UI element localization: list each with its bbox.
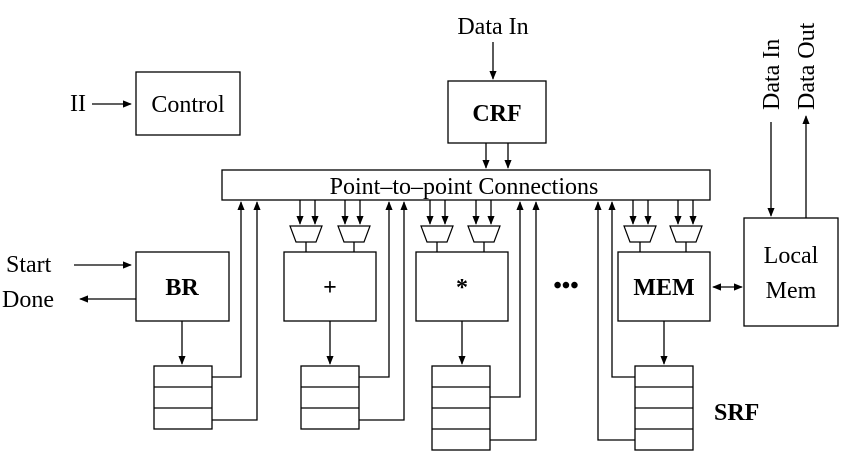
crf-data-in-label: Data In xyxy=(457,14,528,40)
br-label: BR xyxy=(165,275,199,301)
mux xyxy=(420,225,454,243)
start-label: Start xyxy=(6,252,52,278)
local-mem-data-in-label: Data In xyxy=(759,39,785,110)
mux xyxy=(337,225,371,243)
ii-label: II xyxy=(70,91,86,117)
srf-register-file xyxy=(634,365,694,451)
br-unit: BR xyxy=(135,201,261,430)
srf-register-file xyxy=(153,365,213,430)
local-mem-data-out-label: Data Out xyxy=(794,22,820,110)
interconnect-bar: Point–to–point Connections xyxy=(221,169,711,201)
control-block: Control xyxy=(135,71,241,136)
srf-label: SRF xyxy=(714,400,759,426)
add-label: + xyxy=(323,275,337,301)
srf-register-file xyxy=(431,365,491,451)
mux xyxy=(669,225,703,243)
mux xyxy=(623,225,657,243)
local-mem-label-line2: Mem xyxy=(766,278,817,304)
mux xyxy=(289,225,323,243)
control-label: Control xyxy=(151,92,225,118)
mux xyxy=(467,225,501,243)
mem-label: MEM xyxy=(633,275,694,301)
crf-block: CRF xyxy=(447,80,547,144)
mul-unit: * xyxy=(415,200,540,451)
local-mem-label-line1: Local xyxy=(764,243,819,269)
crf-label: CRF xyxy=(472,101,521,127)
interconnect-label: Point–to–point Connections xyxy=(330,174,599,200)
mem-unit: MEM xyxy=(594,200,711,451)
more-units-ellipsis: ••• xyxy=(553,273,578,299)
local-mem-block: Local Mem xyxy=(743,217,839,327)
add-unit: + xyxy=(283,200,408,430)
mul-label: * xyxy=(456,275,468,301)
done-label: Done xyxy=(2,287,54,313)
srf-register-file xyxy=(300,365,360,430)
